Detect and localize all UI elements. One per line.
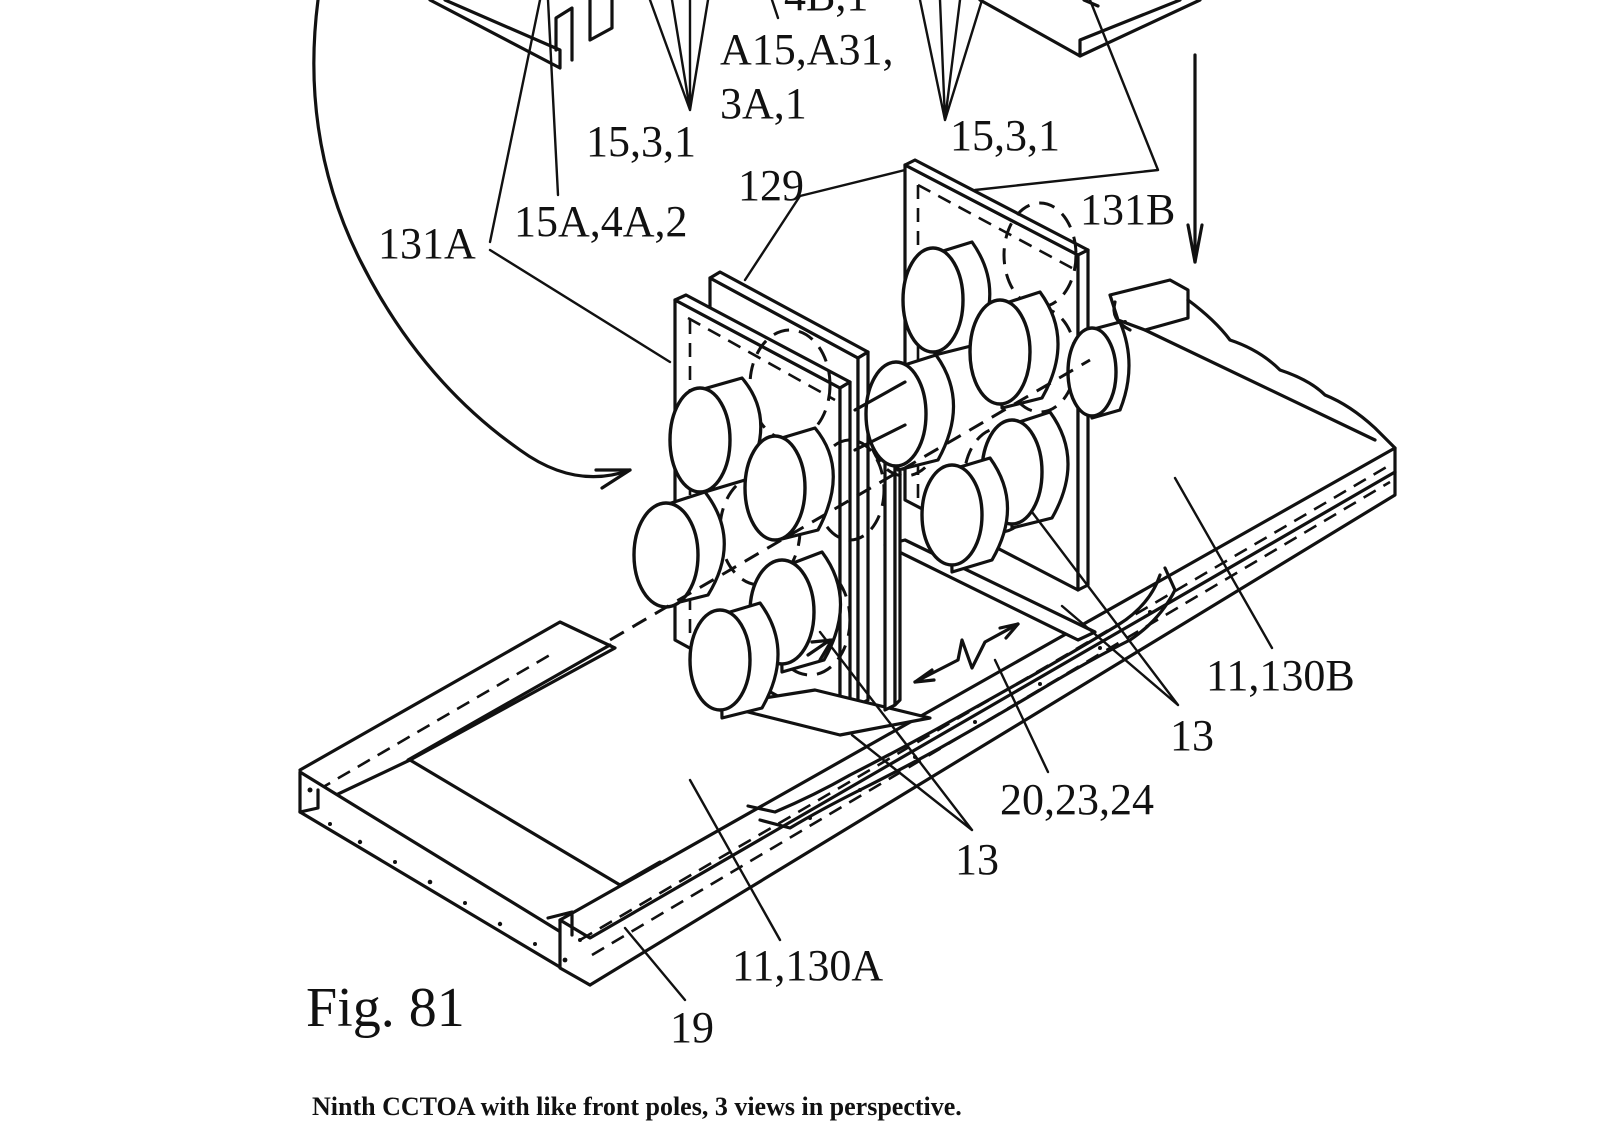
magnet-cylinder [864, 353, 956, 472]
label-13-right: 13 [1170, 711, 1214, 760]
magnet-cylinder [688, 601, 780, 720]
magnet-cylinder [668, 376, 763, 494]
magnet-cylinder [968, 290, 1060, 410]
figure-number: Fig. 81 [306, 977, 465, 1039]
leader-lines [488, 0, 1274, 1002]
label-4b1: 4B,1 [784, 0, 868, 18]
label-11-130a: 11,130A [732, 941, 884, 990]
label-129: 129 [738, 161, 804, 210]
right-pole-assembly [853, 158, 1131, 712]
label-11-130b: 11,130B [1206, 651, 1355, 700]
label-15-3-1-left: 15,3,1 [586, 117, 696, 166]
motion-arrow [913, 622, 1020, 684]
magnet-cylinder [920, 456, 1010, 574]
label-131a: 131A [378, 219, 476, 268]
cut-hatching [307, 320, 1152, 963]
center-axis [609, 358, 1091, 642]
label-15-3-1-right: 15,3,1 [950, 111, 1060, 160]
magnet-cylinder [743, 426, 835, 542]
magnet-cylinder [1066, 320, 1131, 420]
figure-caption: Ninth CCTOA with like front poles, 3 vie… [312, 1092, 962, 1121]
label-19: 19 [670, 1003, 714, 1052]
upper-assembly-fragment [428, 0, 1202, 70]
label-20-23-24: 20,23,24 [1000, 775, 1154, 824]
label-13-middle: 13 [955, 835, 999, 884]
label-a15-a31: A15,A31, [720, 25, 894, 74]
label-131b: 131B [1080, 185, 1176, 234]
magnet-cylinder [632, 490, 726, 609]
down-arrow [1186, 53, 1204, 264]
left-pole-assembly [632, 270, 932, 737]
curved-view-arrow [312, 0, 632, 490]
base-tray [298, 278, 1397, 987]
label-3a1: 3A,1 [720, 79, 807, 128]
label-15a-4a-2: 15A,4A,2 [514, 197, 688, 246]
